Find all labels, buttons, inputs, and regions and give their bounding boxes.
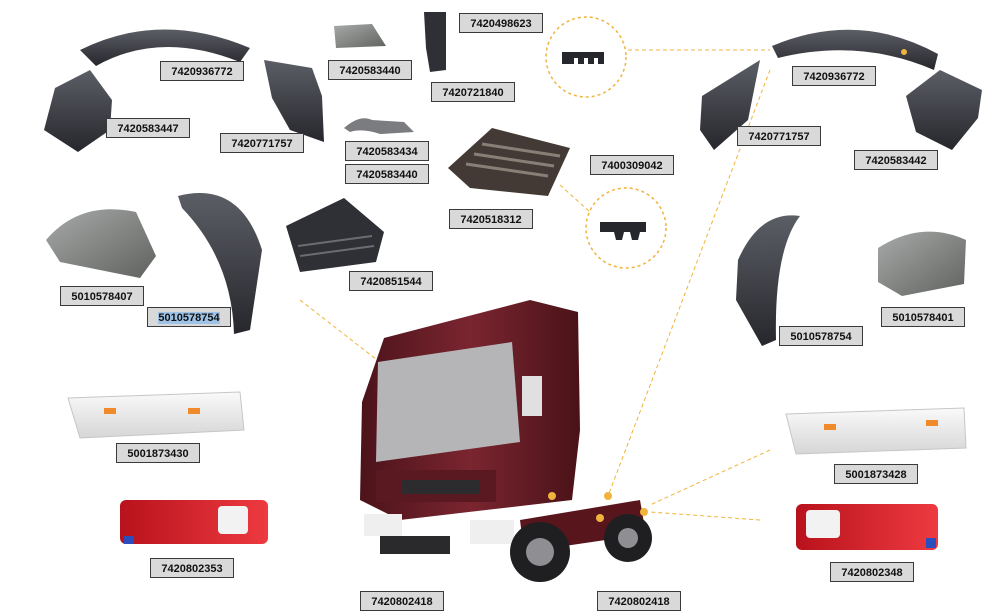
part-label-upper-mudguard-left: 7420936772 [160, 61, 244, 81]
wing-mudguard-black-left [178, 193, 262, 334]
truck-illustration [360, 300, 652, 582]
part-label-step-hook: 7400309042 [590, 155, 674, 175]
part-label-rear-panel-left: 7420771757 [220, 133, 304, 153]
part-label-upper-mudguard-right: 7420936772 [792, 66, 876, 86]
part-label-bracket-hook-a: 7420583434 [345, 141, 429, 161]
bracket-hook [344, 118, 414, 134]
part-label-wing-black-right: 5010578754 [779, 326, 863, 346]
part-label-bracket-hook-b: 7420583440 [345, 164, 429, 184]
hook-detail-circle [585, 187, 667, 269]
bumper-corner-left [67, 391, 245, 439]
mudguard-rear-panel-left [264, 60, 324, 142]
part-label-rear-panel-right: 7420771757 [737, 126, 821, 146]
mudguard-rear-panel-right [700, 60, 760, 150]
part-label-step-tread: 7420518312 [449, 209, 533, 229]
part-label-bracket-vertical-top: 7420498623 [459, 13, 543, 33]
part-label-wing-grey-right: 5010578401 [881, 307, 965, 327]
step-cover [286, 198, 384, 272]
tail-lamp-left [120, 500, 268, 544]
part-label-tail-lamp-right: 7420802348 [830, 562, 914, 582]
part-label-bracket-vertical: 7420721840 [431, 82, 515, 102]
clip-detail-circle [545, 16, 627, 98]
part-label-side-panel-left: 7420583447 [106, 118, 190, 138]
step-tread [448, 128, 570, 196]
part-label-wing-grey-left: 5010578407 [60, 286, 144, 306]
tail-lamp-right [796, 504, 938, 550]
part-label-bumper-right: 5001873428 [834, 464, 918, 484]
mudguard-side-panel-left [44, 70, 112, 152]
upper-mudguard-left [80, 29, 250, 66]
bracket-upper [334, 24, 386, 48]
wing-mudguard-black-right [736, 215, 800, 346]
part-label-bracket-upper: 7420583440 [328, 60, 412, 80]
part-label-bumper-left: 5001873430 [116, 443, 200, 463]
wing-mudguard-grey-right [878, 231, 966, 296]
part-label-step-cover: 7420851544 [349, 271, 433, 291]
bumper-corner-right [785, 407, 967, 455]
part-label-side-panel-right: 7420583442 [854, 150, 938, 170]
part-label-tail-lamp-left: 7420802353 [150, 558, 234, 578]
bracket-vertical [424, 12, 446, 72]
wing-mudguard-grey-left [46, 209, 156, 278]
upper-mudguard-right [772, 29, 938, 70]
part-label-wing-black-left: 5010578754 [147, 307, 231, 327]
part-label-bottom-left: 7420802418 [360, 591, 444, 611]
part-label-bottom-right: 7420802418 [597, 591, 681, 611]
mudguard-side-panel-right [906, 70, 982, 150]
